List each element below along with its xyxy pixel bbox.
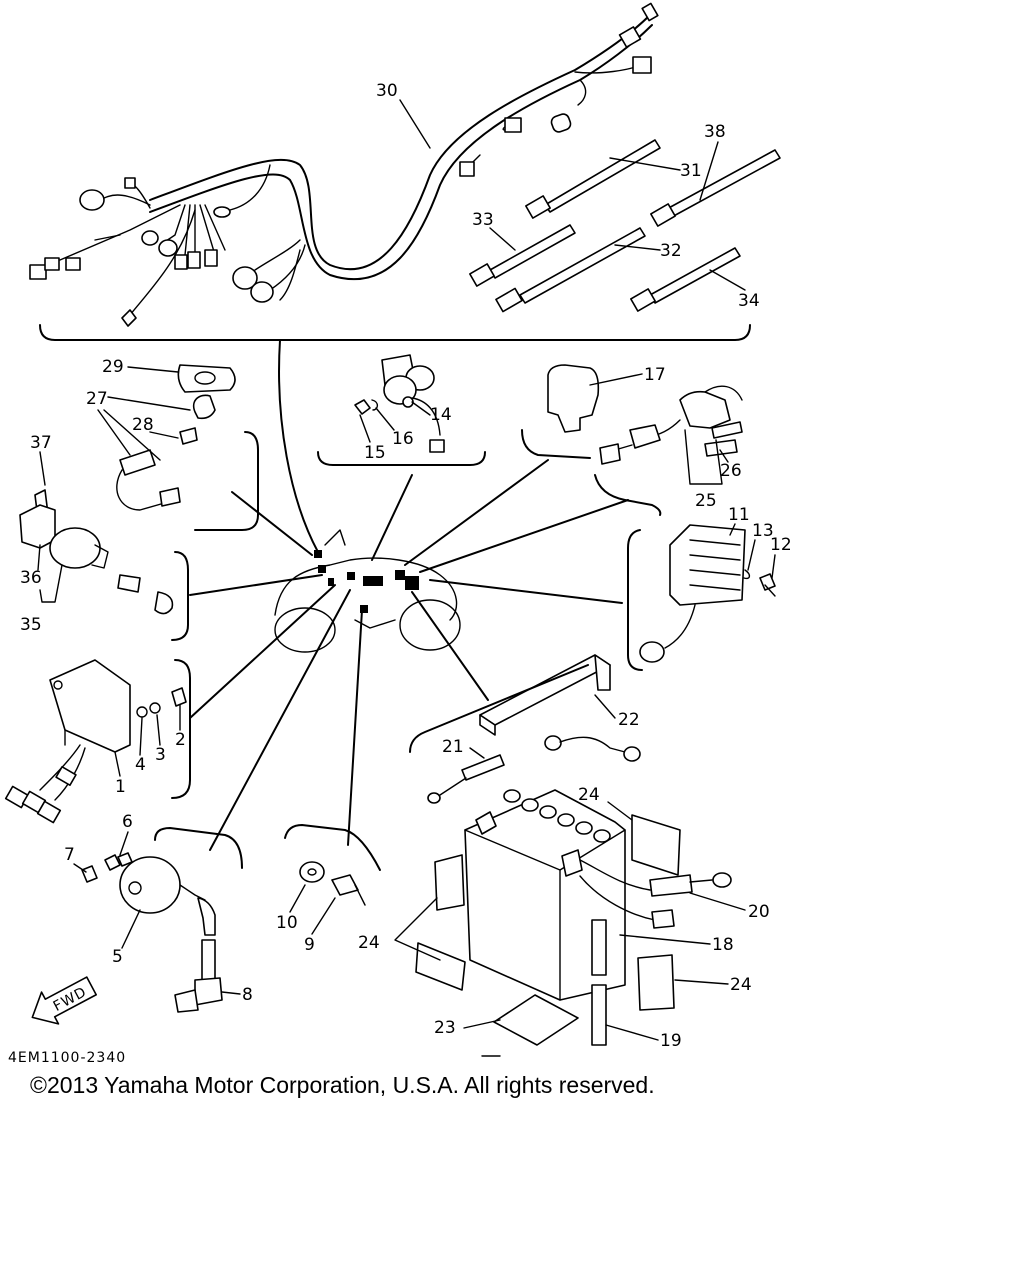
callout-6: 6: [122, 812, 133, 832]
callout-15: 15: [364, 443, 386, 463]
callout-24b: 24: [730, 975, 752, 995]
callout-8: 8: [242, 985, 253, 1005]
parts-27-28-29: [116, 364, 259, 531]
callout-1: 1: [115, 777, 126, 797]
battery-assembly: [415, 789, 732, 1046]
parts-11-12-13: [627, 524, 776, 671]
callout-4: 4: [135, 755, 146, 775]
callout-30: 30: [376, 81, 398, 101]
fwd-arrow-icon: FWD: [31, 976, 97, 1025]
callout-17: 17: [644, 365, 666, 385]
callout-32: 32: [660, 241, 682, 261]
parts-35-36-37: [19, 489, 189, 641]
callout-19: 19: [660, 1031, 682, 1051]
callout-23: 23: [434, 1018, 456, 1038]
parts-17-25-26: [521, 364, 743, 516]
parts-21-22: [409, 654, 641, 804]
callout-20: 20: [748, 902, 770, 922]
callout-14: 14: [430, 405, 452, 425]
wire-harness: [29, 2, 659, 327]
callout-25: 25: [695, 491, 717, 511]
callout-34: 34: [738, 291, 760, 311]
callout-21: 21: [442, 737, 464, 757]
callout-12: 12: [770, 535, 792, 555]
callout-2: 2: [175, 730, 186, 750]
leader-lines: [189, 339, 629, 851]
callout-7: 7: [64, 845, 75, 865]
parts-diagram: 30 38 31 33 32 34: [4, 2, 792, 1066]
callout-36: 36: [20, 568, 42, 588]
parts-5-6-7-8: [81, 827, 243, 1013]
callout-26: 26: [720, 461, 742, 481]
callout-3: 3: [155, 745, 166, 765]
callout-33: 33: [472, 210, 494, 230]
diagram-code: 4EM1100-2340: [8, 1050, 126, 1066]
callout-18: 18: [712, 935, 734, 955]
parts-9-10: [284, 824, 381, 906]
parts-14-15-16: [317, 354, 486, 466]
callout-5: 5: [112, 947, 123, 967]
callout-24c: 24: [358, 933, 380, 953]
callout-37: 37: [30, 433, 52, 453]
callout-31: 31: [680, 161, 702, 181]
callout-11: 11: [728, 505, 750, 525]
callout-22: 22: [618, 710, 640, 730]
cable-ties: [469, 139, 781, 313]
callout-9: 9: [304, 935, 315, 955]
callout-38: 38: [704, 122, 726, 142]
callout-27: 27: [86, 389, 108, 409]
callout-35: 35: [20, 615, 42, 635]
copyright-notice: ©2013 Yamaha Motor Corporation, U.S.A. A…: [30, 1072, 655, 1098]
callout-13: 13: [752, 521, 774, 541]
parts-1-2-3-4: [4, 659, 191, 824]
callout-29: 29: [102, 357, 124, 377]
callout-24a: 24: [578, 785, 600, 805]
callout-10: 10: [276, 913, 298, 933]
callout-28: 28: [132, 415, 154, 435]
callout-16: 16: [392, 429, 414, 449]
